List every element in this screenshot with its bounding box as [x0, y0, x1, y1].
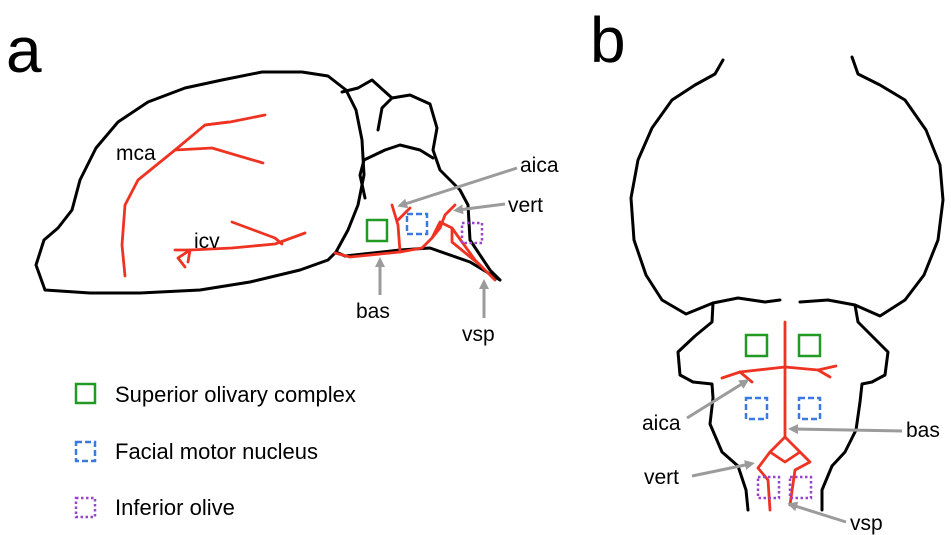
legend-label-olive: Inferior olive — [115, 495, 235, 520]
cerebrum-outline — [36, 72, 364, 293]
legend-swatch-olive — [76, 498, 95, 517]
legend-label-soc: Superior olivary complex — [115, 382, 356, 407]
label-vsp-a: vsp — [462, 323, 495, 346]
label-bas-a: bas — [356, 300, 390, 323]
mca-branch-2 — [205, 122, 228, 125]
soc-marker-a — [367, 220, 387, 241]
facial-marker-b-right — [799, 398, 820, 419]
soc-marker-b-left — [746, 335, 767, 356]
label-vert-a: vert — [508, 194, 543, 217]
legend-swatch-soc — [76, 384, 95, 403]
panel-a-letter: a — [6, 14, 42, 86]
arrow-vert-a — [458, 204, 505, 210]
olive-marker-a — [462, 223, 482, 243]
label-vert-b: vert — [644, 466, 679, 489]
aica-branch-b-left — [740, 372, 752, 382]
brainstem-outline-b-right — [822, 305, 888, 510]
aica-branch-b-right — [818, 370, 830, 377]
left-hemisphere-outline — [631, 60, 780, 314]
vert-vessel-b — [758, 437, 785, 510]
facial-marker-a — [407, 214, 427, 234]
label-aica-b: aica — [642, 412, 681, 435]
panel-b-letter: b — [590, 4, 626, 76]
label-vsp-b: vsp — [850, 512, 883, 535]
arrow-vsp-b — [792, 505, 846, 522]
label-icv: icv — [194, 230, 220, 253]
legend: Superior olivary complex Facial motor nu… — [76, 382, 356, 520]
arrow-aica-b — [687, 382, 745, 418]
mca-branch — [175, 148, 263, 163]
brainstem-outline-b — [678, 303, 748, 510]
vsp-vessel-b — [770, 452, 800, 462]
facial-marker-b-left — [746, 398, 767, 419]
label-mca: mca — [116, 142, 156, 165]
panel-a-vessels — [122, 115, 495, 280]
soc-marker-b-right — [799, 335, 820, 356]
label-bas-b: bas — [906, 419, 940, 442]
label-aica-a: aica — [520, 154, 559, 177]
right-hemisphere-outline — [800, 57, 943, 316]
arrow-aica-a — [402, 168, 517, 205]
arrow-bas-b — [793, 429, 902, 431]
legend-label-facial: Facial motor nucleus — [115, 439, 318, 464]
legend-swatch-facial — [76, 442, 95, 461]
icv-branch — [232, 222, 282, 244]
aica-vessel — [392, 205, 400, 252]
